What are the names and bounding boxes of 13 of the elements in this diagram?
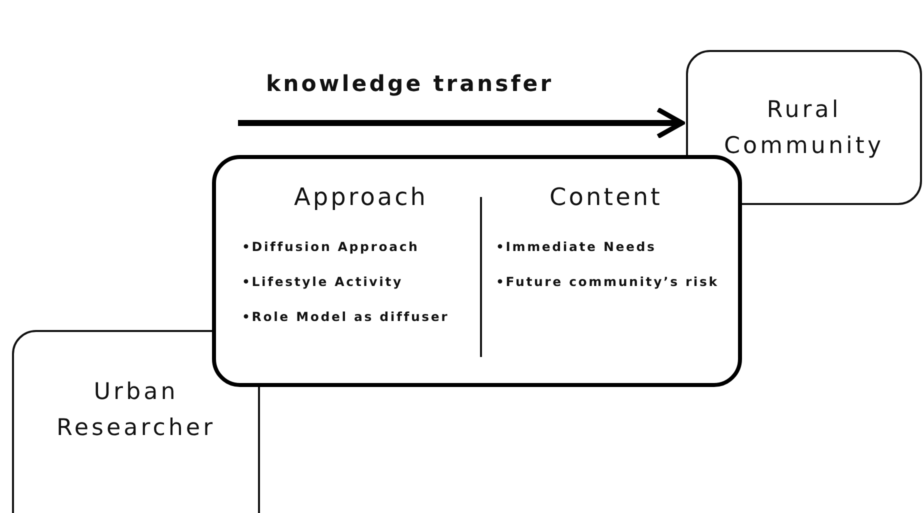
column-heading: Content	[550, 183, 662, 211]
bullet-item: •Lifestyle Activity	[242, 273, 404, 291]
entity-box	[12, 330, 260, 513]
edge-label: knowledge transfer	[266, 72, 554, 97]
entity-label: Urban Researcher	[55, 378, 217, 443]
bullet-item: •Diffusion Approach	[242, 238, 420, 256]
bullet-item: •Future community’s risk	[496, 273, 720, 291]
arrow	[238, 107, 684, 139]
bullet-item: •Immediate Needs	[496, 238, 658, 256]
column-heading: Approach	[294, 183, 428, 211]
entity-label: Rural Community	[722, 96, 886, 160]
bullet-item: •Role Model as diffuser	[242, 308, 450, 326]
entity-box	[686, 50, 922, 205]
